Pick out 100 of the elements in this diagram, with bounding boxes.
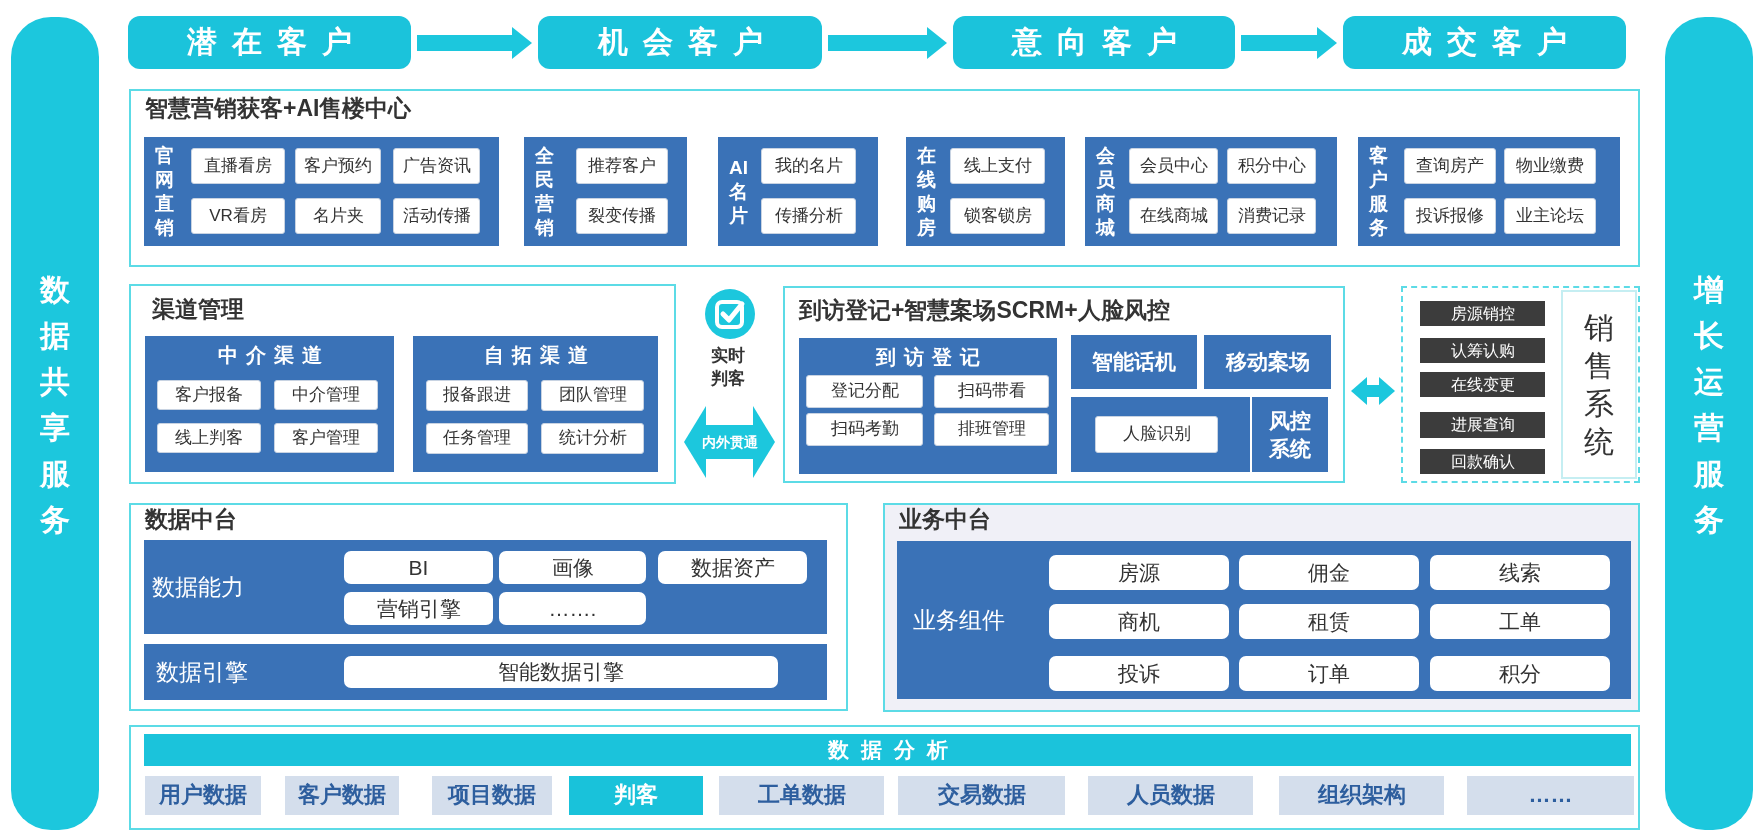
feature-tile: 消费记录 <box>1227 198 1316 234</box>
feature-tile: 扫码带看 <box>934 375 1049 408</box>
feature-tile: 客户报备 <box>157 380 261 410</box>
feature-tile: 智能数据引擎 <box>344 656 778 688</box>
feature-tile: 在线商城 <box>1129 198 1218 234</box>
section-frame <box>883 503 1640 712</box>
feature-tile: 中介管理 <box>274 380 378 410</box>
feature-tile: 直播看房 <box>191 148 285 184</box>
data-tag: 判客 <box>569 776 703 815</box>
feature-tile: 线上支付 <box>950 148 1045 184</box>
data-tag: …… <box>1467 776 1634 815</box>
feature-tile: 房源 <box>1049 555 1229 590</box>
feature-tile: 会员中心 <box>1129 148 1218 184</box>
module-tile: 移动案场 <box>1204 335 1331 389</box>
feature-tile: 佣金 <box>1239 555 1419 590</box>
feature-tile: 客户预约 <box>295 148 381 184</box>
feature-tile: 营销引擎 <box>344 592 493 625</box>
feature-tile: 物业缴费 <box>1504 148 1596 184</box>
feature-tile: ……. <box>499 592 646 625</box>
stage-banner: 意向客户 <box>953 16 1235 69</box>
section-title: 数据中台 <box>145 506 237 533</box>
section-frame <box>129 89 1640 267</box>
module-heading: 中介渠道 <box>216 343 330 367</box>
side-label: 数据共享服务 <box>38 272 71 538</box>
section-frame <box>129 284 676 484</box>
module-label: 数据能力 <box>152 573 244 601</box>
stage-banner: 机会客户 <box>538 16 822 69</box>
data-tag: 客户数据 <box>285 776 399 815</box>
feature-tile: 数据资产 <box>658 551 807 584</box>
feature-tile: 积分 <box>1430 656 1610 691</box>
feature-tile: 投诉 <box>1049 656 1229 691</box>
feature-tile: 报备跟进 <box>426 380 528 411</box>
feature-tile: 我的名片 <box>761 148 856 184</box>
feature-tile: 扫码考勤 <box>806 413 923 446</box>
section-title: 智慧营销获客+AI售楼中心 <box>145 95 412 122</box>
feature-tile: 投诉报修 <box>1404 198 1496 234</box>
feature-tile: 订单 <box>1239 656 1419 691</box>
feature-tile: 统计分析 <box>541 423 644 454</box>
feature-tile: 名片夹 <box>295 198 381 234</box>
feature-tile: 裂变传播 <box>576 198 668 234</box>
module-label: 官网直销 <box>153 143 175 240</box>
data-tag: 组织架构 <box>1279 776 1444 815</box>
section-title: 业务中台 <box>899 506 991 533</box>
status-label: 实时判客 <box>710 345 746 390</box>
module-label: 客户服务 <box>1368 143 1389 240</box>
module-panel <box>1085 137 1337 246</box>
feature-tile: 工单 <box>1430 604 1610 639</box>
feature-tile: 排班管理 <box>934 413 1049 446</box>
data-tag: 用户数据 <box>145 776 261 815</box>
function-bar: 回款确认 <box>1420 449 1545 474</box>
function-bar: 在线变更 <box>1420 372 1545 397</box>
module-panel <box>144 644 827 700</box>
module-panel <box>1358 137 1620 246</box>
section-header: 数据分析 <box>144 734 1631 766</box>
module-tile: 风控系统 <box>1252 397 1328 472</box>
module-label: 全民营销 <box>533 143 555 240</box>
feature-tile: 广告资讯 <box>393 148 480 184</box>
data-tag: 交易数据 <box>898 776 1065 815</box>
module-label: 会员商城 <box>1094 143 1116 240</box>
stage-banner: 成交客户 <box>1343 16 1626 69</box>
section-title: 到访登记+智慧案场SCRM+人脸风控 <box>799 297 1170 324</box>
feature-tile: 查询房产 <box>1404 148 1496 184</box>
feature-tile: VR看房 <box>191 198 285 234</box>
module-panel <box>897 541 1631 699</box>
module-panel <box>524 137 687 246</box>
feature-tile: 商机 <box>1049 604 1229 639</box>
side-label: 增长运营服务 <box>1692 272 1725 538</box>
module-label: 数据引擎 <box>156 658 248 686</box>
feature-tile: 推荐客户 <box>576 148 668 184</box>
data-tag: 项目数据 <box>432 776 552 815</box>
module-panel <box>718 137 878 246</box>
module-panel <box>799 338 1057 474</box>
edge-label: 内外贯通 <box>700 433 759 451</box>
module-heading: 到访登记 <box>875 345 988 369</box>
feature-tile: 人脸识别 <box>1095 416 1218 453</box>
module-panel <box>1071 397 1250 472</box>
module-panel <box>144 137 499 246</box>
system-label: 销售系统 <box>1561 290 1637 479</box>
system-frame <box>1401 286 1640 483</box>
module-label: 业务组件 <box>913 606 1005 634</box>
module-panel <box>906 137 1065 246</box>
feature-tile: 活动传播 <box>393 198 480 234</box>
function-bar: 认筹认购 <box>1420 338 1545 363</box>
feature-tile: 客户管理 <box>274 423 378 453</box>
stage-banner: 潜在客户 <box>128 16 411 69</box>
section-frame <box>129 503 848 711</box>
module-panel <box>144 540 827 634</box>
feature-tile: 画像 <box>499 551 646 584</box>
section-title: 渠道管理 <box>152 296 244 323</box>
feature-tile: 线索 <box>1430 555 1610 590</box>
data-tag: 人员数据 <box>1088 776 1253 815</box>
function-bar: 进展查询 <box>1420 412 1545 438</box>
module-panel <box>413 336 658 472</box>
feature-tile: 传播分析 <box>761 198 856 234</box>
feature-tile: 登记分配 <box>806 375 923 408</box>
feature-tile: 业主论坛 <box>1504 198 1596 234</box>
feature-tile: 租赁 <box>1239 604 1419 639</box>
feature-tile: 积分中心 <box>1227 148 1316 184</box>
section-frame <box>129 725 1640 830</box>
section-frame <box>783 286 1345 483</box>
